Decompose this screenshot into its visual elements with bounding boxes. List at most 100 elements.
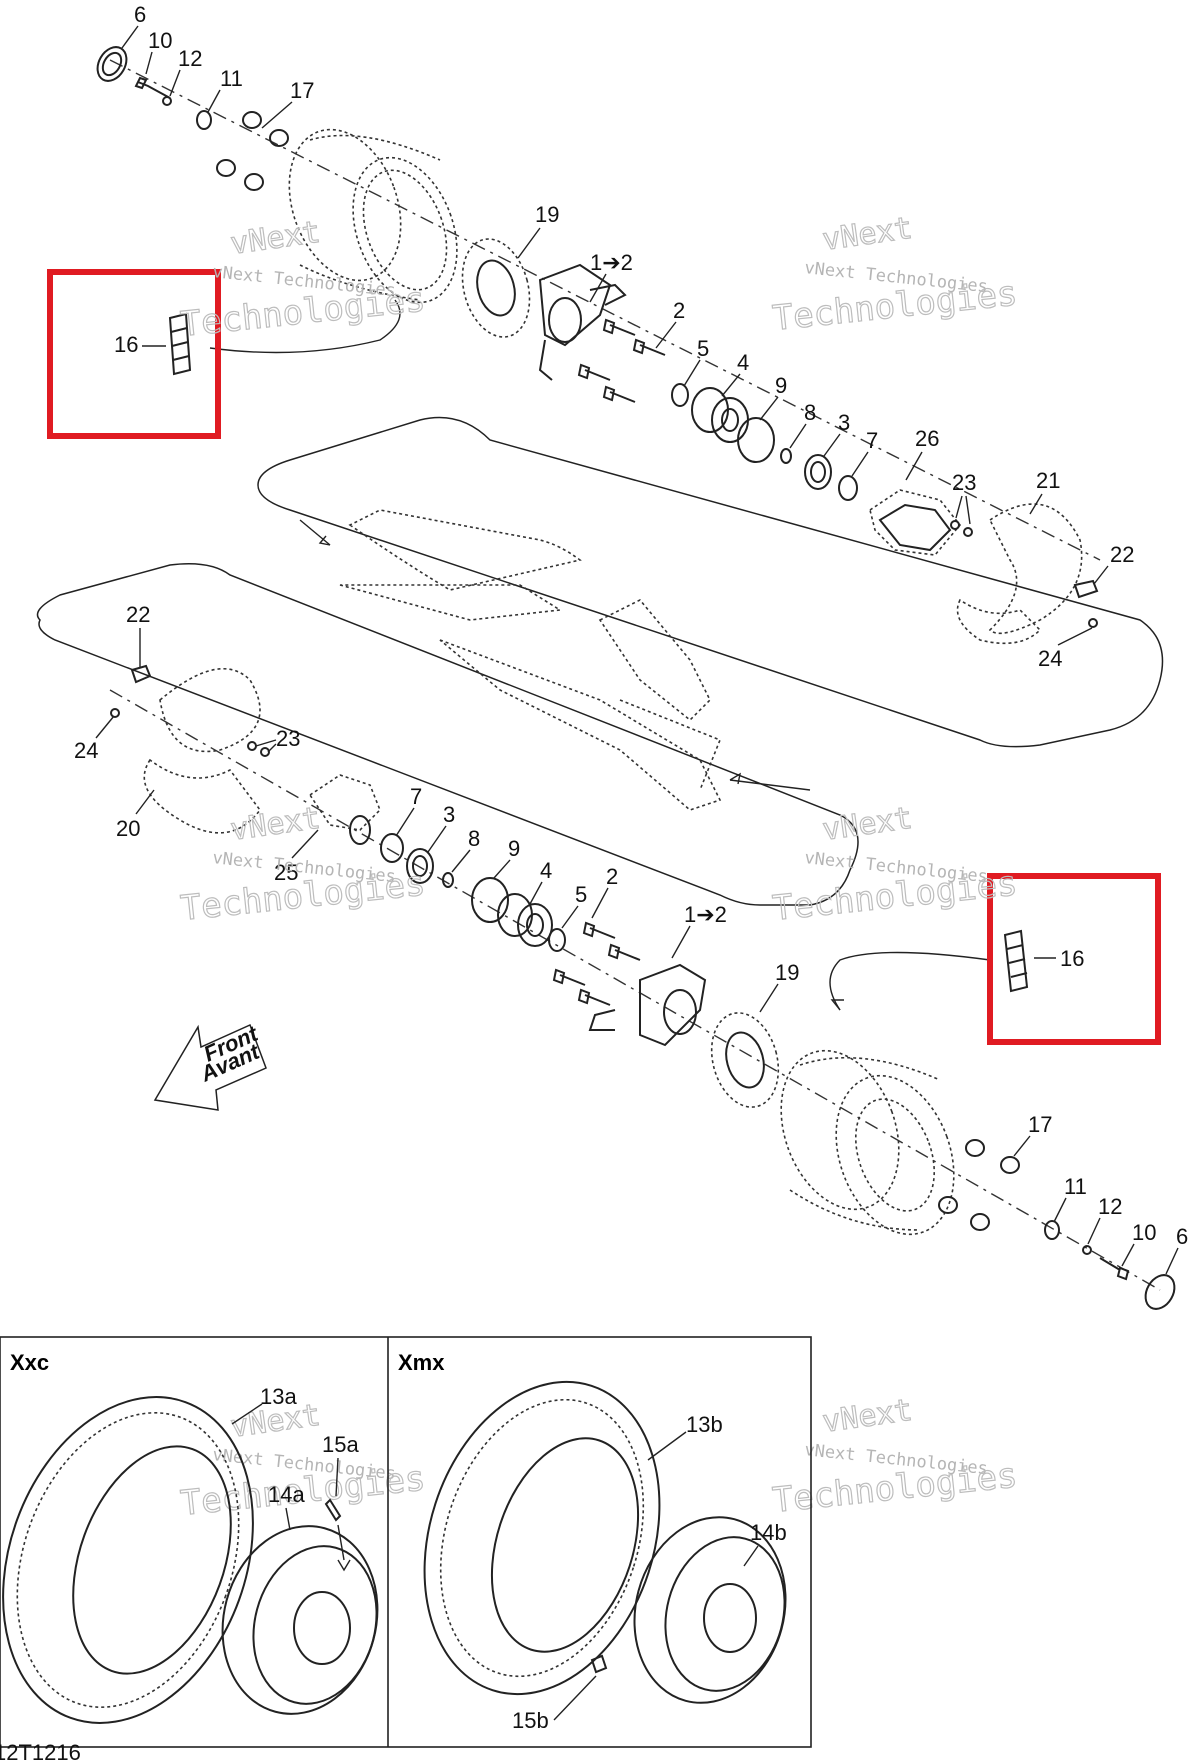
callout-24-lower: 24 xyxy=(74,738,98,763)
pad-insert-upper[interactable] xyxy=(168,312,192,376)
callout-2: 2 xyxy=(673,298,685,323)
spacer-ring-lower[interactable] xyxy=(380,833,404,863)
panel-title-xmx: Xmx xyxy=(398,1350,445,1375)
drawing-number: 12T1216 xyxy=(0,1740,81,1761)
circlip-part-lower[interactable] xyxy=(471,877,509,923)
callouts: 6 10 12 11 17 19 1➔2 2 5 4 9 8 3 7 26 23… xyxy=(74,2,1188,1275)
hub-knuckle-lower[interactable] xyxy=(588,963,707,1047)
callout-10: 10 xyxy=(148,28,172,53)
callout-24: 24 xyxy=(1038,646,1062,671)
callout-19: 19 xyxy=(535,202,559,227)
callout-13b: 13b xyxy=(686,1412,723,1437)
ring-part[interactable] xyxy=(671,383,689,407)
ring-part-lower[interactable] xyxy=(548,928,566,952)
hub-knuckle[interactable] xyxy=(538,263,627,381)
bolt-part[interactable] xyxy=(134,76,171,99)
rim-xxc[interactable] xyxy=(202,1509,398,1732)
bolt-small[interactable] xyxy=(950,520,960,530)
seal-ring-part-lower[interactable] xyxy=(1140,1270,1181,1314)
upper-rim[interactable] xyxy=(269,114,475,317)
screw-part-lower[interactable] xyxy=(110,708,120,718)
seal-ring-part[interactable] xyxy=(92,42,133,86)
gasket-part[interactable] xyxy=(452,231,540,344)
wheel-nuts[interactable] xyxy=(216,111,289,191)
brake-disc-lower[interactable] xyxy=(143,667,262,834)
knuckle-part-lower[interactable] xyxy=(308,774,381,845)
tire-xmx[interactable] xyxy=(386,1351,698,1725)
callout-23-lower: 23 xyxy=(276,726,300,751)
callout-4: 4 xyxy=(737,350,749,375)
callout-25: 25 xyxy=(274,860,298,885)
seal-part[interactable] xyxy=(804,454,832,490)
hub-bolts-lower[interactable] xyxy=(552,921,641,1006)
nut-part-lower[interactable] xyxy=(1044,1220,1060,1240)
panel-frame xyxy=(0,1336,812,1748)
callout-22-lower: 22 xyxy=(126,602,150,627)
washer-part[interactable] xyxy=(162,96,172,106)
callout-7: 7 xyxy=(866,428,878,453)
a-arm-upper[interactable] xyxy=(339,509,582,621)
lower-wheel-assembly xyxy=(109,664,1181,1314)
screw-part[interactable] xyxy=(1088,618,1098,628)
tire-xxc[interactable] xyxy=(0,1362,296,1758)
lower-rim[interactable] xyxy=(760,1034,974,1251)
callout-14b: 14b xyxy=(750,1520,787,1545)
nut-part[interactable] xyxy=(196,110,212,130)
gasket-part-lower[interactable] xyxy=(702,1005,789,1114)
svg-text:vNext: vNext xyxy=(820,211,914,258)
callout-16-upper: 16 xyxy=(114,332,138,357)
pad-insert-lower[interactable] xyxy=(1003,929,1029,993)
callout-4-lower: 4 xyxy=(540,858,552,883)
bolt-small-lower[interactable] xyxy=(247,741,257,751)
callout-11: 11 xyxy=(220,66,243,91)
tire-variant-panels: Xxc Xmx 13a 15a 14a xyxy=(0,1336,812,1758)
callout-26: 26 xyxy=(915,426,939,451)
callout-20: 20 xyxy=(116,816,140,841)
svg-text:vNext: vNext xyxy=(820,1393,914,1440)
callout-1-2-lower: 1➔2 xyxy=(684,902,727,927)
callout-3-lower: 3 xyxy=(443,802,455,827)
callout-3: 3 xyxy=(838,410,850,435)
seal-part-lower[interactable] xyxy=(406,848,434,884)
o-ring-part-lower[interactable] xyxy=(442,872,454,888)
valve-xxc[interactable] xyxy=(324,1498,342,1522)
upper-wheel-assembly xyxy=(92,42,1101,645)
callout-22: 22 xyxy=(1110,542,1134,567)
callout-13a: 13a xyxy=(260,1384,297,1409)
rim-xmx[interactable] xyxy=(614,1500,806,1720)
callout-9-lower: 9 xyxy=(508,836,520,861)
callout-8: 8 xyxy=(804,400,816,425)
hub-bolts[interactable] xyxy=(577,318,666,403)
bracket-part[interactable] xyxy=(1073,579,1099,599)
callout-17: 17 xyxy=(290,78,314,103)
bolt-part-lower[interactable] xyxy=(1099,1257,1130,1281)
bracket-part-lower[interactable] xyxy=(130,664,152,684)
callout-7-lower: 7 xyxy=(410,784,422,809)
callout-23: 23 xyxy=(952,470,976,495)
o-ring-part[interactable] xyxy=(780,448,792,464)
washer-part-lower[interactable] xyxy=(1082,1245,1092,1255)
callout-16-lower: 16 xyxy=(1060,946,1084,971)
valve-xmx[interactable] xyxy=(590,1654,608,1674)
a-arm-lower[interactable] xyxy=(439,599,722,811)
highlight-box-upper xyxy=(47,269,221,439)
callout-1-2: 1➔2 xyxy=(590,250,633,275)
callout-12: 12 xyxy=(178,46,202,71)
callout-19-lower: 19 xyxy=(775,960,799,985)
bearing-part-lower[interactable] xyxy=(497,893,553,947)
callout-21: 21 xyxy=(1036,468,1060,493)
svg-text:vNext: vNext xyxy=(820,801,914,848)
callout-2-lower: 2 xyxy=(606,864,618,889)
callout-14a: 14a xyxy=(268,1482,305,1507)
circlip-part[interactable] xyxy=(737,417,775,463)
wheel-nuts-lower[interactable] xyxy=(938,1139,1020,1231)
callout-17-lower: 17 xyxy=(1028,1112,1052,1137)
knuckle-part[interactable] xyxy=(869,489,962,556)
callout-6: 6 xyxy=(134,2,146,27)
callout-15a: 15a xyxy=(322,1432,359,1457)
callout-5: 5 xyxy=(697,336,709,361)
spacer-ring-part[interactable] xyxy=(838,475,858,501)
callout-11-lower: 11 xyxy=(1064,1174,1087,1199)
brake-disc-upper[interactable] xyxy=(956,503,1083,645)
